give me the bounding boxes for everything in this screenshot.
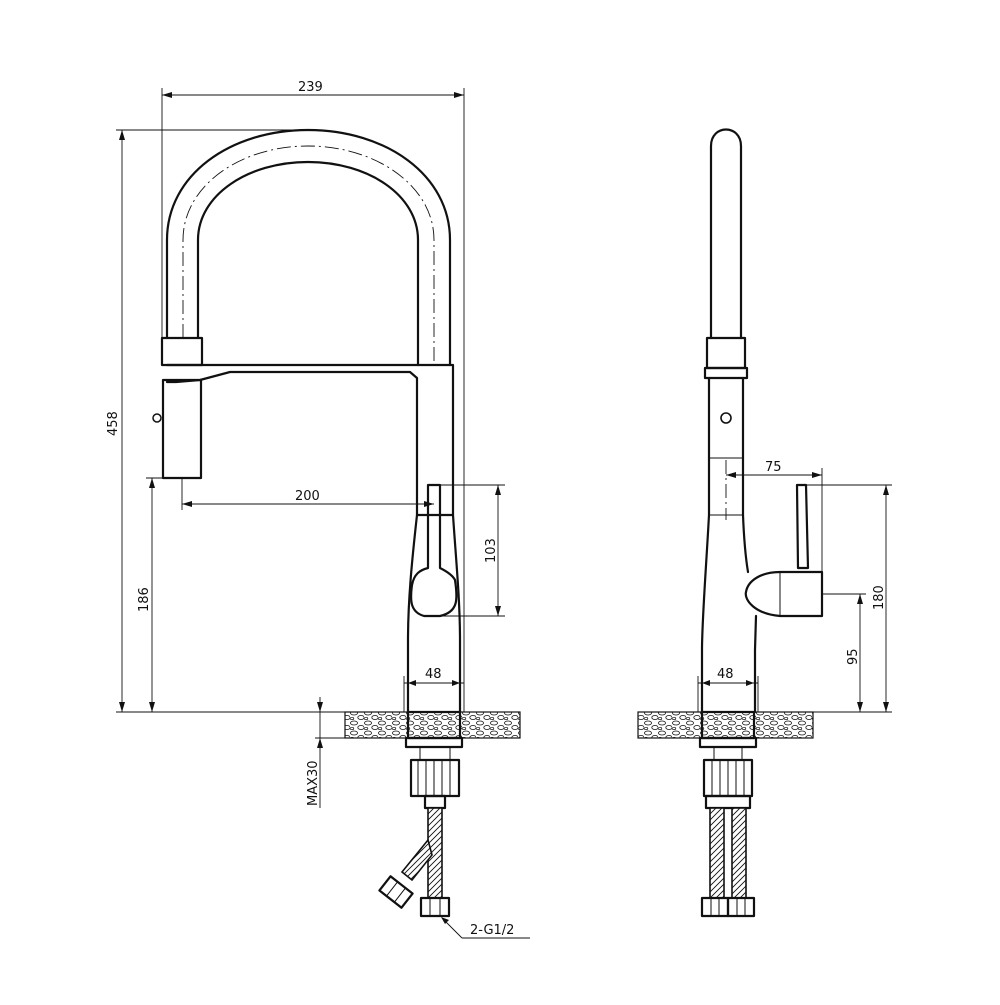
side-view: 75 180 95 48 — [637, 128, 892, 918]
side-spray-head — [707, 376, 745, 517]
side-spray-button-icon — [720, 412, 732, 424]
side-hose-nut-left — [700, 896, 730, 918]
side-hose-left — [709, 807, 725, 899]
countertop-front — [344, 711, 521, 739]
hose-nut-straight — [419, 896, 451, 918]
side-hose-right — [731, 807, 747, 899]
side-dim-body-height-label: 95 — [846, 648, 861, 665]
dim-base-label: 48 — [425, 667, 442, 682]
spout-centerline — [182, 145, 435, 365]
spray-head — [161, 378, 203, 480]
side-ring — [703, 366, 749, 380]
side-hose-nut-right — [726, 896, 756, 918]
countertop-side — [637, 711, 814, 739]
dim-mount-label: MAX30 — [306, 760, 321, 806]
dim-width-label: 239 — [298, 80, 323, 95]
dim-spout-height-label: 186 — [137, 587, 152, 612]
side-dim-base-label: 48 — [717, 667, 734, 682]
dim-height-label: 458 — [106, 411, 121, 436]
side-body-lower — [753, 614, 758, 714]
front-view: 2-G1/2 239 458 186 200 103 — [106, 80, 530, 939]
side-spout — [709, 128, 743, 340]
spout-outer — [165, 128, 452, 367]
hose-thread-callout: 2-G1/2 — [470, 923, 514, 938]
side-dim-handle-height-label: 180 — [872, 585, 887, 610]
side-dim-lever-reach-label: 75 — [765, 460, 782, 475]
side-mount-washer — [698, 736, 758, 749]
side-hose-connector — [704, 794, 752, 810]
hose-nut-angled — [378, 875, 414, 909]
dim-reach-label: 200 — [295, 489, 320, 504]
hose-angled — [400, 838, 433, 882]
hose-connector-top — [423, 794, 447, 810]
side-collar — [705, 336, 747, 370]
faucet-body — [406, 513, 462, 714]
mount-washer — [404, 736, 464, 749]
dim-lever-label: 103 — [484, 538, 499, 563]
spray-button-icon — [152, 413, 162, 423]
spray-collar — [160, 336, 204, 367]
side-handle-cartridge — [744, 570, 824, 618]
side-body — [700, 513, 750, 714]
holder-arm — [165, 363, 455, 517]
spout-inner — [196, 160, 420, 367]
side-handle-lever — [795, 483, 810, 570]
